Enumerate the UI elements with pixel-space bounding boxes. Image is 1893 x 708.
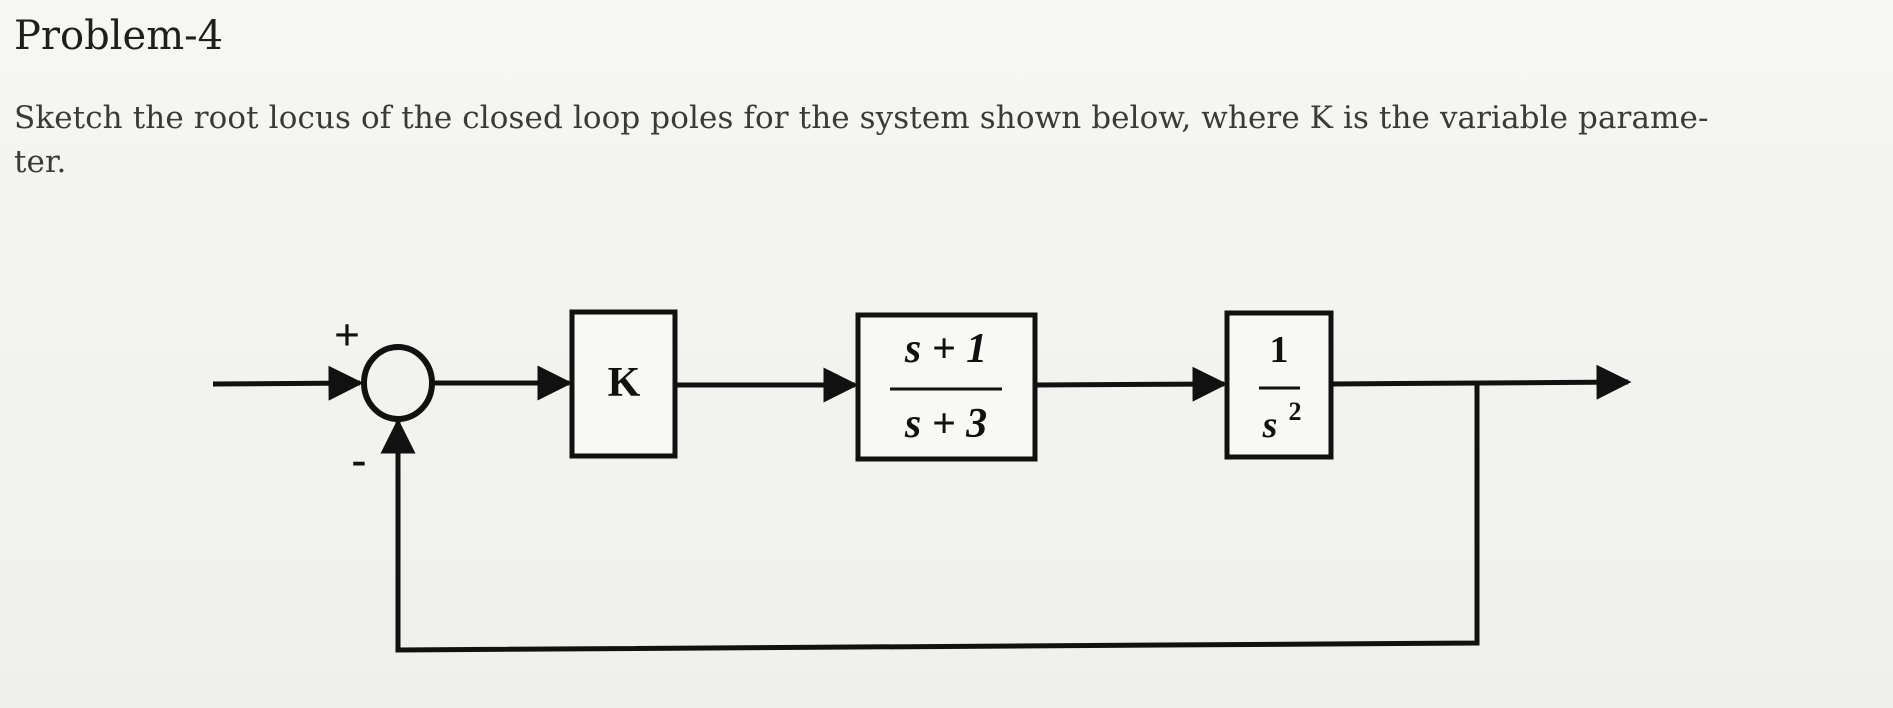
- plant-denominator: s: [1262, 404, 1278, 446]
- summing-junction: [361, 344, 435, 422]
- plant-denominator-exponent: 2: [1289, 397, 1302, 426]
- feedback-path: [380, 383, 1480, 653]
- plant-block: [1224, 310, 1334, 460]
- problem-title: Problem-4: [14, 13, 224, 59]
- signal-line-compensator-to-plant: [1034, 366, 1228, 402]
- input-signal-line: [212, 365, 364, 401]
- compensator-numerator: s + 1: [904, 326, 987, 372]
- statement-line-1: Sketch the root locus of the closed loop…: [14, 100, 1709, 136]
- plant-denominator-base: s: [1262, 404, 1278, 446]
- statement-line-2: ter.: [14, 144, 67, 180]
- problem-statement: Sketch the root locus of the closed loop…: [14, 96, 1854, 184]
- compensator-denominator: s + 3: [904, 401, 987, 447]
- gain-block-label: K: [608, 360, 641, 406]
- summing-minus-sign: -: [352, 435, 367, 484]
- summing-plus-sign: +: [334, 309, 360, 360]
- compensator-block: [855, 312, 1038, 462]
- plant-numerator: 1: [1270, 329, 1289, 371]
